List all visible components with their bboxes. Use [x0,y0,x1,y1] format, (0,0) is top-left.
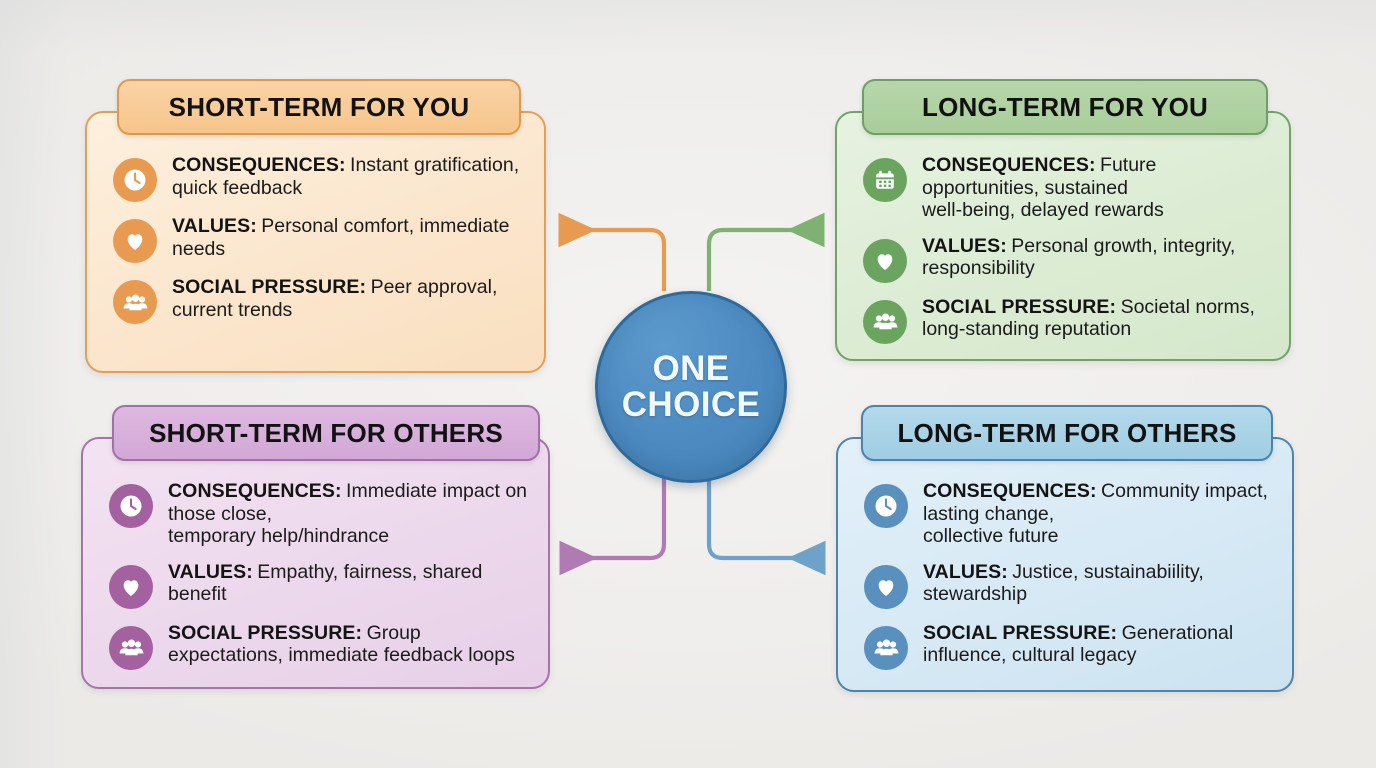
people-icon [864,625,908,670]
row-body: Immediate impact on those close, tempora… [168,480,528,548]
row-body: Justice, sustainabiility, stewardship [923,560,1204,606]
heart-icon [863,238,907,283]
connector-to-short-term-for-others [559,477,667,576]
quadrant-title: SHORT-TERM FOR OTHERS [149,417,503,448]
row-label: SOCIAL PRESSURE: [172,276,367,298]
quadrant-row-social-pressure: SOCIAL PRESSURE: Group expectations, imm… [109,621,534,670]
quadrant-row-social-pressure: SOCIAL PRESSURE: Societal norms, long-st… [863,295,1275,344]
quadrant-card-long-term-for-others[interactable]: LONG-TERM FOR OTHERS CONSEQUENCES: Commu… [836,405,1294,692]
center-node-line2: CHOICE [621,385,761,424]
quadrant-row-consequences: CONSEQUENCES: Immediate impact on those … [109,479,534,548]
row-body: Societal norms, long-standing reputation [922,295,1255,341]
quadrant-header-short-term-for-you: SHORT-TERM FOR YOU [117,79,521,135]
row-body: Personal comfort, immediate needs [172,215,510,260]
row-label: CONSEQUENCES: [922,154,1096,176]
row-body: Group expectations, immediate feedback l… [168,621,515,667]
quadrant-title: LONG-TERM FOR OTHERS [897,417,1237,448]
row-body: Future opportunities, sustained well-bei… [922,154,1164,222]
calendar-icon [863,158,907,202]
quadrant-rows: CONSEQUENCES: Future opportunities, sust… [863,153,1275,344]
quadrant-rows: CONSEQUENCES: Immediate impact on those … [109,479,534,670]
quadrant-row-values: VALUES: Personal comfort, immediate need… [113,214,530,263]
heart-icon [113,219,157,263]
row-label: CONSEQUENCES: [923,480,1097,502]
quadrant-rows: CONSEQUENCES: Instant gratification, qui… [113,153,530,324]
quadrant-card-short-term-for-others[interactable]: SHORT-TERM FOR OTHERS CONSEQUENCES: Imme… [81,405,550,689]
connector-to-long-term-for-others [706,477,826,576]
row-body: Generational influence, cultural legacy [923,621,1234,667]
row-body: Peer approval, current trends [172,276,498,321]
quadrant-card-long-term-for-you[interactable]: LONG-TERM FOR YOU [835,79,1291,361]
row-label: CONSEQUENCES: [172,154,346,176]
quadrant-title: LONG-TERM FOR YOU [921,91,1209,122]
quadrant-header-long-term-for-you: LONG-TERM FOR YOU [862,79,1268,135]
people-icon [863,299,907,344]
quadrant-rows: CONSEQUENCES: Community impact, lasting … [864,479,1278,670]
row-label: CONSEQUENCES: [168,480,342,502]
quadrant-row-values: VALUES: Empathy, fairness, shared benefi… [109,560,534,609]
clock-icon [113,158,157,202]
people-icon [113,280,157,324]
heart-icon [864,564,908,609]
quadrant-row-values: VALUES: Personal growth, integrity, resp… [863,234,1275,283]
connector-to-long-term-for-you [706,212,825,291]
quadrant-row-consequences: CONSEQUENCES: Future opportunities, sust… [863,153,1275,222]
quadrant-row-consequences: CONSEQUENCES: Instant gratification, qui… [113,153,530,202]
row-body: Empathy, fairness, shared benefit [168,560,483,606]
row-body: Personal growth, integrity, responsibili… [922,234,1236,280]
clock-icon [109,484,153,528]
center-node-line1: ONE [652,348,730,388]
row-body: Instant gratification, quick feedback [172,154,520,199]
row-label: SOCIAL PRESSURE: [922,295,1117,318]
quadrant-row-values: VALUES: Justice, sustainabiility, stewar… [864,560,1278,609]
quadrant-title: SHORT-TERM FOR YOU [168,91,470,122]
row-label: VALUES: [172,215,257,237]
quadrant-row-social-pressure: SOCIAL PRESSURE: Peer approval, current … [113,275,530,324]
center-node-one-choice[interactable]: ONE CHOICE [595,291,787,483]
connector-to-short-term-for-you [558,212,667,291]
quadrant-header-short-term-for-others: SHORT-TERM FOR OTHERS [112,405,540,461]
quadrant-card-short-term-for-you[interactable]: SHORT-TERM FOR YOU CONSEQUENCES: Instant… [85,79,546,373]
row-label: SOCIAL PRESSURE: [923,621,1118,644]
quadrant-row-social-pressure: SOCIAL PRESSURE: Generational influence,… [864,621,1278,670]
quadrant-header-long-term-for-others: LONG-TERM FOR OTHERS [861,405,1273,461]
row-label: VALUES: [922,234,1007,257]
quadrant-row-consequences: CONSEQUENCES: Community impact, lasting … [864,479,1278,548]
row-label: VALUES: [923,560,1008,583]
row-body: Community impact, lasting change, collec… [923,480,1268,548]
people-icon [109,625,153,670]
heart-icon [109,564,153,609]
row-label: VALUES: [168,560,253,583]
clock-icon [864,484,908,528]
row-label: SOCIAL PRESSURE: [168,621,363,644]
